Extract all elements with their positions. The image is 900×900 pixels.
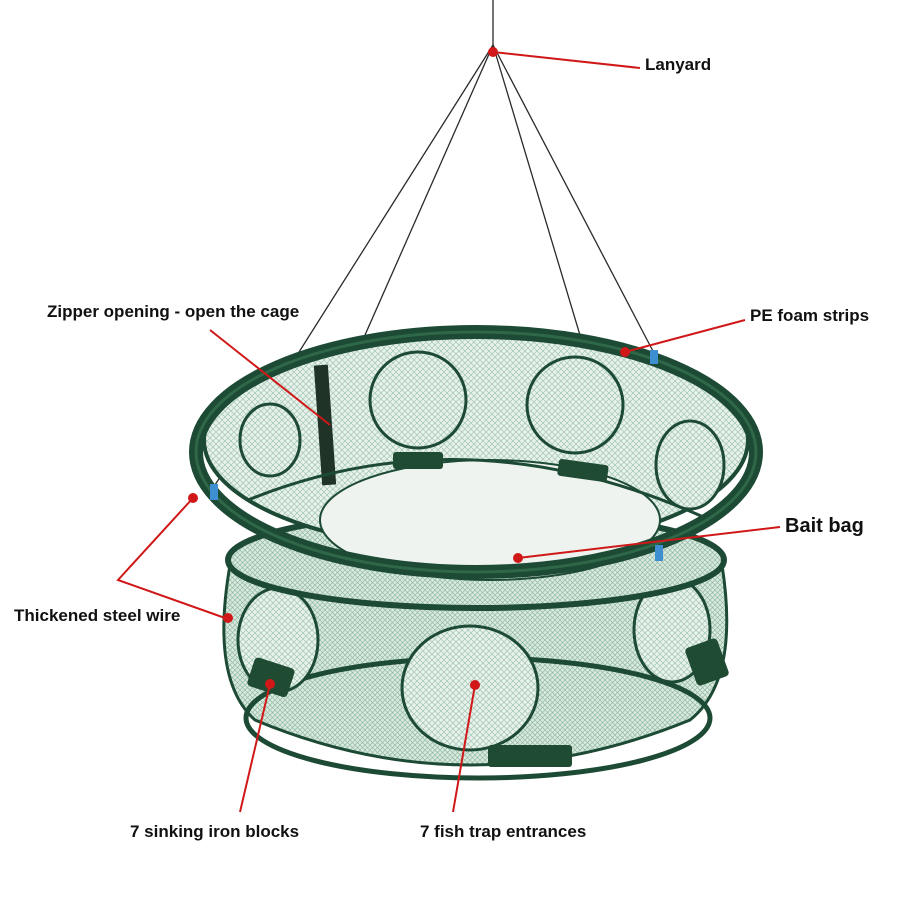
clip [210,484,218,500]
zipper [313,364,337,486]
sinking-iron-block [247,657,295,698]
label-lanyard: Lanyard [645,55,712,74]
entrance-funnel [400,624,540,752]
entrance-funnel [525,355,625,455]
label-thickened-steel-wire: Thickened steel wire [14,606,181,625]
pointer-dots [188,47,630,690]
pointers [116,51,781,813]
label-bait-bag: Bait bag [785,515,864,537]
label-pe-foam-strips: PE foam strips [750,306,870,325]
inner-crossbar [247,458,711,522]
entrance-funnel [654,419,726,511]
entrance-funnel [368,350,468,450]
sinking-iron-block [557,458,609,483]
sinking-iron-block [685,638,729,686]
entrance-funnel [238,402,302,478]
trap-body [189,325,763,781]
sinking-iron-block [488,745,572,767]
label-fish-trap-entrances: 7 fish trap entrances [420,822,587,841]
label-zipper-opening: Zipper opening - open the cage [47,302,300,321]
top-rim-highlight [194,330,758,574]
clip [655,545,663,561]
clip [650,350,658,364]
sinking-iron-block [393,452,443,469]
label-sinking-iron-blocks: 7 sinking iron blocks [130,822,300,841]
